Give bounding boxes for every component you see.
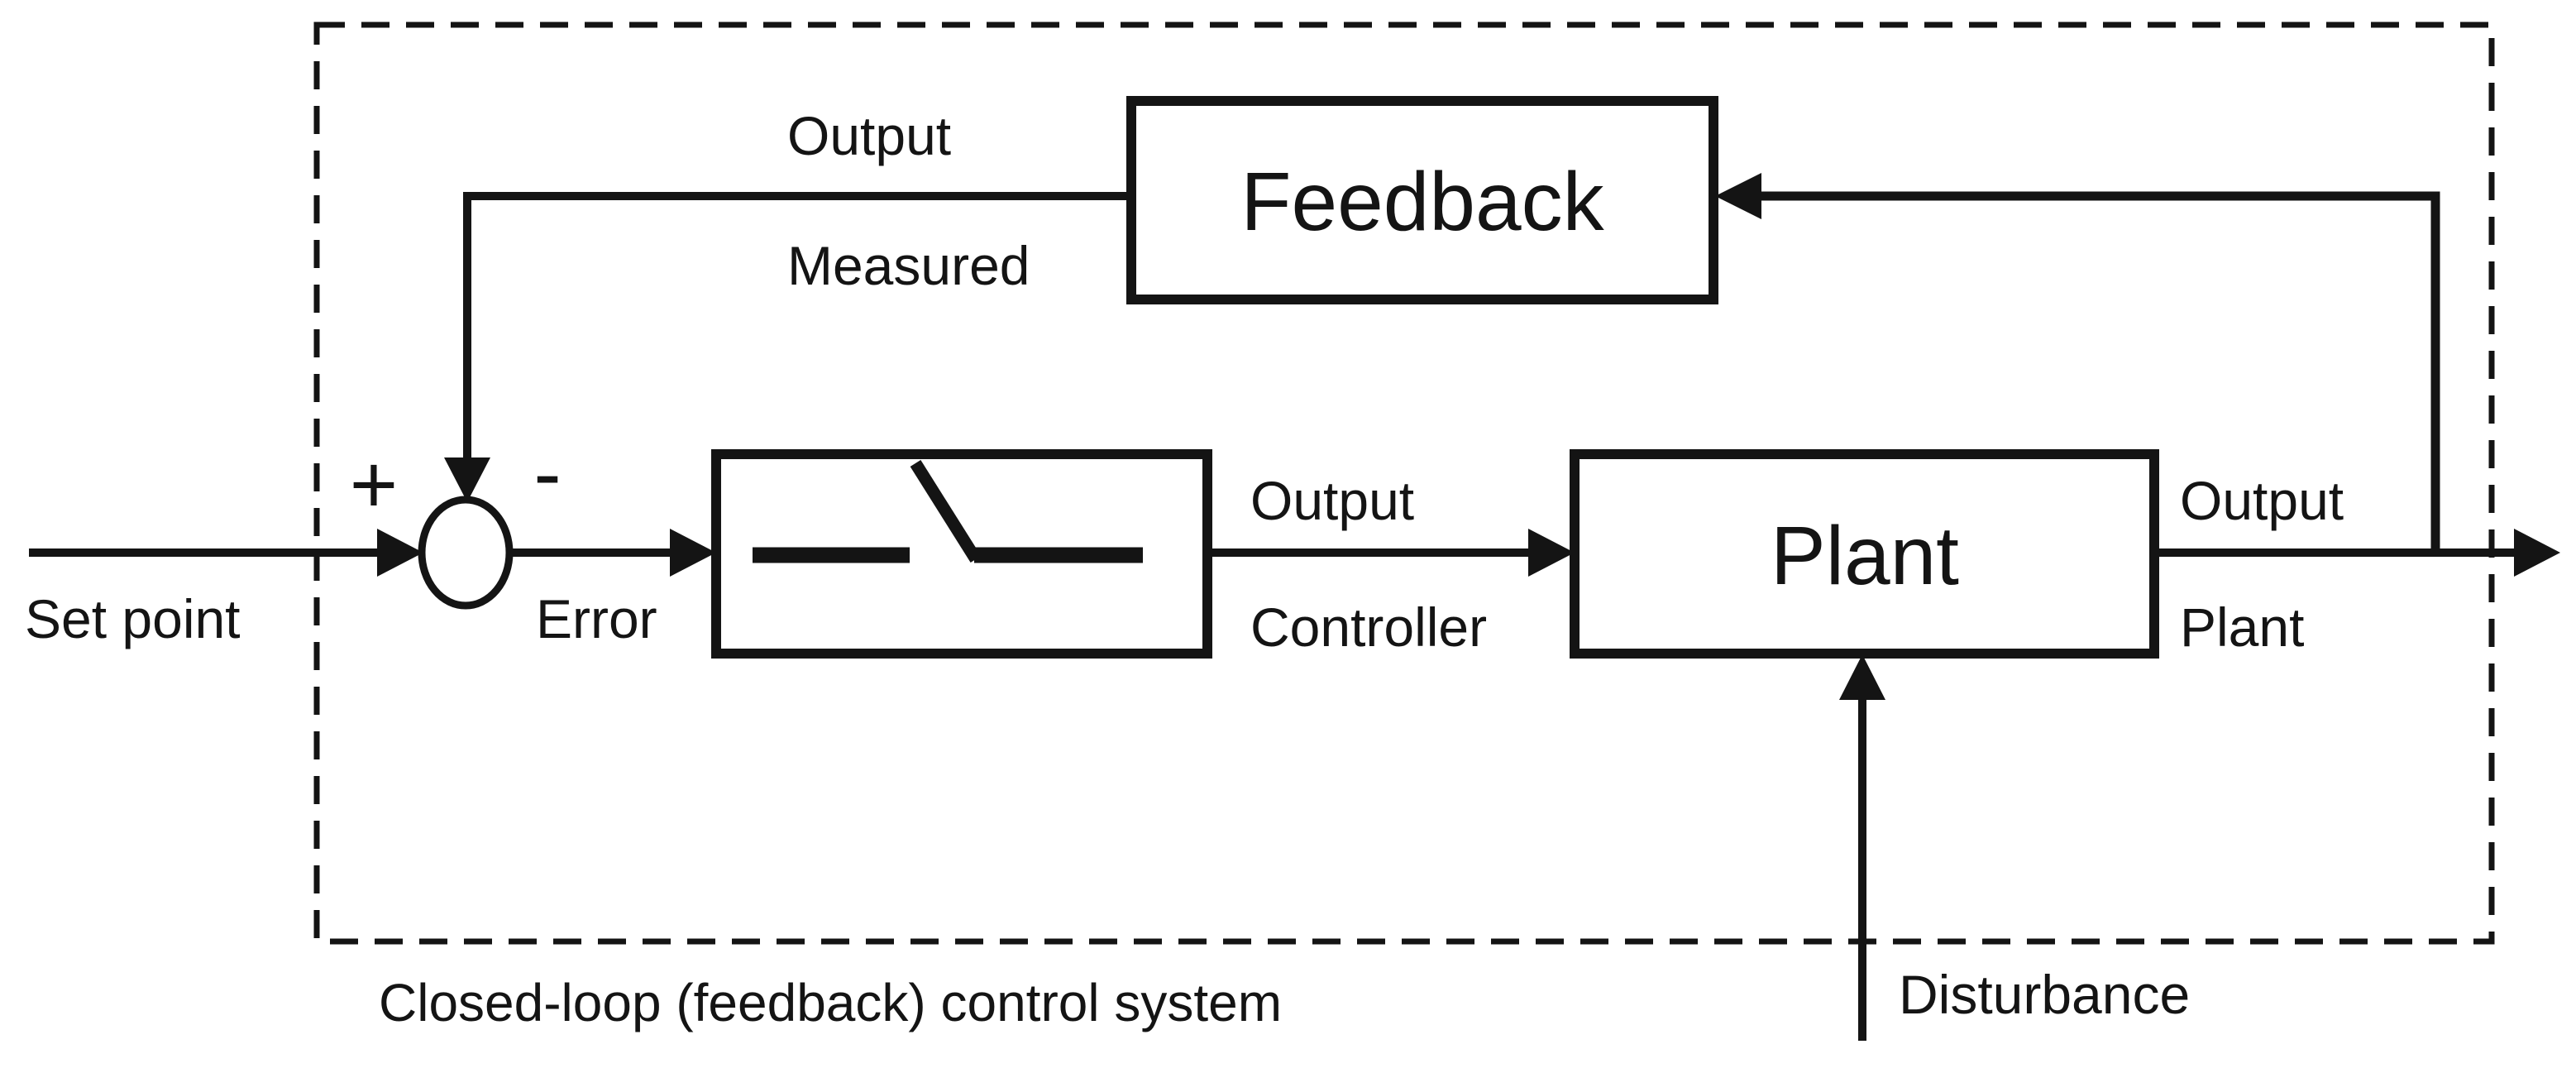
diagram-caption: Closed-loop (feedback) control system [379, 973, 1282, 1032]
disturbance-label: Disturbance [1899, 964, 2190, 1025]
open-switch-icon [753, 460, 1143, 563]
arrowhead-down-icon [444, 457, 490, 502]
output-measured-line2: Measured [787, 235, 1030, 296]
set-point-arrow [29, 529, 423, 577]
output-plant-line1: Output [2180, 470, 2344, 531]
set-point-label: Set point [25, 588, 241, 649]
output-plant-line2: Plant [2180, 596, 2304, 658]
plant-box-label: Plant [1771, 510, 1959, 602]
switch-arm [910, 460, 982, 563]
feedback-box [1126, 96, 1718, 304]
output-controller-label: Output Controller [1250, 470, 1487, 658]
disturbance-arrow [1839, 654, 1885, 1041]
arrowhead-right-icon [377, 529, 423, 577]
summing-junction [418, 496, 514, 610]
error-arrow [509, 529, 716, 577]
feedback-tap-line [1760, 191, 2440, 553]
controller-output-arrow [1207, 529, 1575, 577]
system-boundary-dashed-box [313, 22, 2495, 945]
plant-block: Plant [1570, 449, 2159, 659]
arrowhead-right-icon [1528, 529, 1575, 577]
controller-block [711, 449, 1212, 659]
plant-output-arrow [2154, 529, 2560, 577]
plus-sign-label: + [350, 438, 398, 531]
measured-feedback-arrow [444, 192, 1131, 502]
output-controller-line1: Output [1250, 470, 1414, 531]
output-measured-line1: Output [787, 105, 951, 166]
minus-sign-label: - [533, 427, 561, 520]
arrowhead-up-icon [1839, 654, 1885, 700]
output-controller-line2: Controller [1250, 596, 1487, 658]
measured-feedback-line [463, 192, 1131, 460]
feedback-tap-arrow [1715, 173, 2440, 553]
output-plant-label: Output Plant [2180, 470, 2344, 658]
feedback-block: Feedback [1126, 96, 1718, 304]
arrowhead-left-icon [1715, 173, 1761, 219]
plant-box [1570, 449, 2159, 659]
output-measured-label: Output Measured [787, 105, 1030, 296]
feedback-box-label: Feedback [1240, 156, 1604, 248]
arrowhead-right-icon [2514, 529, 2560, 577]
error-label: Error [536, 588, 657, 649]
arrowhead-right-icon [670, 529, 716, 577]
